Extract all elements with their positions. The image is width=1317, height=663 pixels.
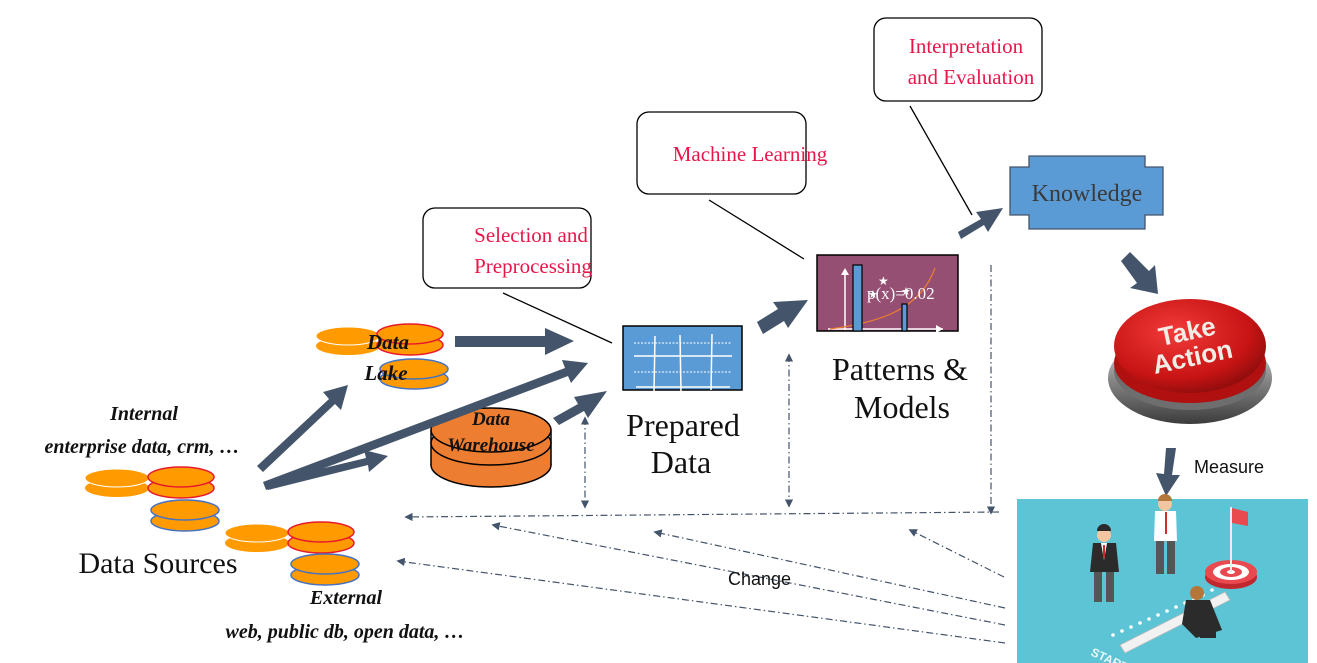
data-warehouse-line2: Warehouse <box>447 435 535 456</box>
patterns-models-line2: Models <box>854 389 950 425</box>
measure-progress-photo: START <box>1017 494 1308 663</box>
internal-detail: enterprise data, crm, … <box>45 436 240 458</box>
arrow-prepared-to-patterns <box>757 300 808 334</box>
interpretation-callout-line <box>909 105 973 216</box>
arrow-knowledge-to-action <box>1121 252 1158 294</box>
probability-formula: p(x)=0.02 <box>867 284 935 303</box>
arrow-sources-to-warehouse <box>266 450 388 490</box>
change-label: Change <box>728 569 791 589</box>
step-ml-label: Machine Learning <box>673 142 828 166</box>
arrow-warehouse-to-prepared <box>553 391 607 425</box>
data-lake-line2: Lake <box>363 361 407 385</box>
step-ml-box: Machine Learning <box>636 111 828 195</box>
internal-database-icons <box>84 466 220 532</box>
knowledge-node: Knowledge <box>1009 155 1164 230</box>
data-warehouse-line1: Data <box>471 409 511 430</box>
knowledge-label: Knowledge <box>1032 181 1143 207</box>
arrow-sources-to-lake <box>257 385 348 472</box>
internal-heading: Internal <box>109 403 178 425</box>
feedback-dashed-lines <box>396 265 1006 644</box>
external-heading: External <box>309 587 383 609</box>
step-interpretation-line2: and Evaluation <box>908 65 1035 89</box>
patterns-models-plot-icon: p(x)=0.02 ★ ★ ★ <box>816 254 959 333</box>
external-detail: web, public db, open data, … <box>226 621 465 643</box>
step-selection-box: Selection and Preprocessing <box>422 207 592 289</box>
flow-arrows <box>257 208 1180 496</box>
star-icon: ★ <box>901 286 911 298</box>
arrow-sources-to-prepared <box>263 360 588 490</box>
prepared-data-line1: Prepared <box>626 407 740 443</box>
feedback-diagonal-2 <box>653 529 1006 609</box>
arrow-lake-to-prepared <box>455 328 574 355</box>
star-icon: ★ <box>878 274 889 288</box>
prepared-data-table-icon <box>622 325 743 394</box>
data-lake-icon <box>315 323 449 390</box>
arrow-patterns-to-knowledge <box>958 208 1003 239</box>
star-icon: ★ <box>868 289 878 301</box>
arrow-action-to-measure <box>1156 448 1180 496</box>
take-action-button-image: Take Action <box>1108 299 1272 424</box>
step-interpretation-line1: Interpretation <box>909 34 1024 58</box>
businessman-standing-left <box>1090 524 1119 602</box>
step-interpretation-box: Interpretation and Evaluation <box>873 17 1043 102</box>
businessman-kneeling-measuring <box>1182 586 1222 638</box>
measure-label: Measure <box>1194 457 1264 477</box>
ml-callout-line <box>708 199 805 260</box>
feedback-diagonal-4 <box>396 557 1006 644</box>
step-selection-line2: Preprocessing <box>474 254 592 278</box>
external-database-icons <box>224 521 360 586</box>
prepared-data-line2: Data <box>651 444 711 480</box>
data-warehouse-icon <box>430 407 552 488</box>
step-selection-line1: Selection and <box>474 223 588 247</box>
feedback-horizontal-to-sources <box>404 511 1000 522</box>
flag-icon <box>1232 508 1248 526</box>
patterns-models-line1: Patterns & <box>832 351 968 387</box>
selection-callout-line <box>502 292 613 344</box>
businessman-standing-middle <box>1154 494 1177 574</box>
data-sources-label: Data Sources <box>78 547 237 580</box>
data-lake-line1: Data <box>366 330 409 354</box>
feedback-diagonal-1 <box>908 529 1005 578</box>
